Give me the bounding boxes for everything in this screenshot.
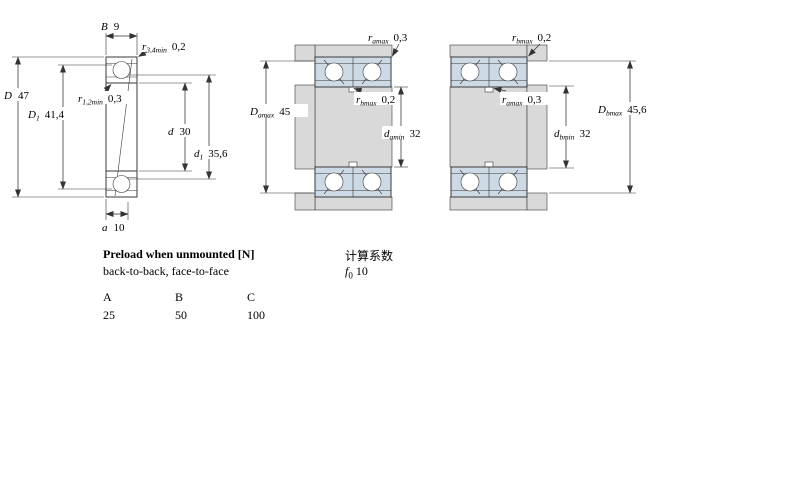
ball xyxy=(498,172,518,192)
preload-subtitle: back-to-back, face-to-face xyxy=(103,264,229,278)
preload-value-B: 50 xyxy=(175,308,187,322)
column-header-B: B xyxy=(175,290,184,304)
housing-shoulder-bottom xyxy=(294,192,316,211)
housing-bottom xyxy=(314,196,393,211)
ball xyxy=(460,62,480,82)
ball xyxy=(498,62,518,82)
recess xyxy=(484,161,494,168)
factors-title: 计算系数 xyxy=(345,249,394,263)
preload-table-header: A B C xyxy=(103,290,319,305)
f0-subscript: 0 xyxy=(348,270,353,281)
preload-value-C: 100 xyxy=(247,308,265,322)
preload-value-A: 25 xyxy=(103,308,115,322)
ball xyxy=(112,61,131,79)
preload-table-values: 25 50 100 xyxy=(103,308,319,323)
factor-f0: f0 10 xyxy=(345,264,368,280)
column-header-A: A xyxy=(103,290,112,304)
top-ring-section xyxy=(105,56,138,84)
shaft-shoulder xyxy=(294,84,316,170)
ball xyxy=(324,172,344,192)
recess xyxy=(348,161,358,168)
housing-shoulder-bottom xyxy=(526,192,548,211)
ball xyxy=(324,62,344,82)
contact-angle-line xyxy=(114,58,133,197)
ball xyxy=(460,172,480,192)
f0-symbol: f xyxy=(345,264,349,278)
ball xyxy=(362,62,382,82)
housing-bottom xyxy=(449,196,528,211)
ball xyxy=(112,175,131,193)
shaft-shoulder xyxy=(526,84,548,170)
f0-value: 10 xyxy=(355,264,368,278)
housing-shoulder-top xyxy=(294,44,316,62)
column-header-C: C xyxy=(247,290,256,304)
ball xyxy=(362,172,382,192)
recess xyxy=(484,86,494,93)
housing-top xyxy=(449,44,528,58)
housing-top xyxy=(314,44,393,58)
recess xyxy=(348,86,358,93)
preload-title: Preload when unmounted [N] xyxy=(103,247,255,261)
bottom-ring-section xyxy=(105,170,138,198)
